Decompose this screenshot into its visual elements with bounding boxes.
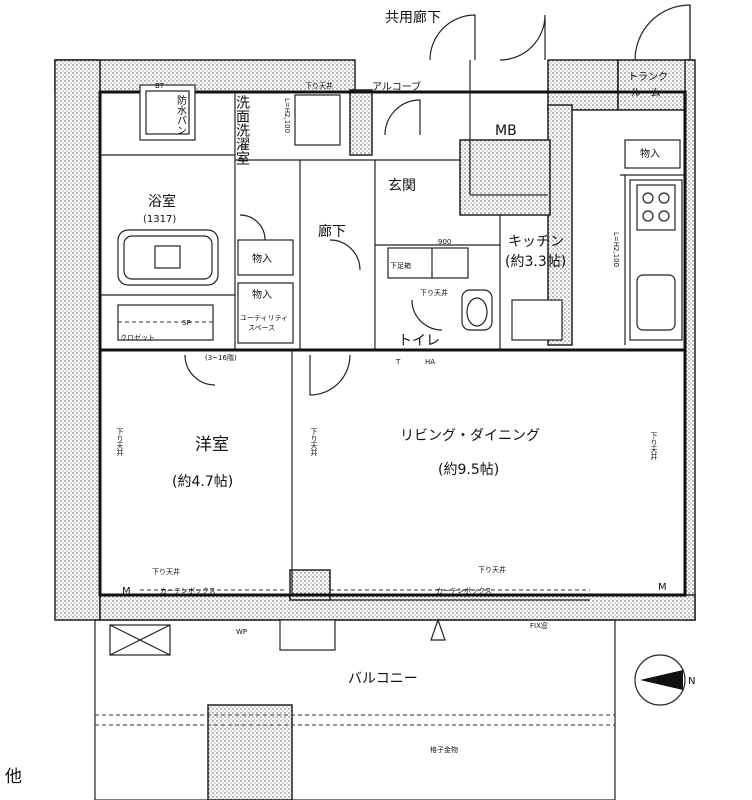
side-text: 他	[5, 767, 22, 787]
toilet-label: トイレ	[398, 333, 440, 349]
storage-top-label: 物入	[640, 147, 660, 160]
marker-lh: L=H2,100	[283, 98, 291, 133]
compass: N	[634, 654, 695, 706]
ceiling-down-mid-label: 下り天井	[310, 428, 318, 457]
living-size-label: (約9.5帖)	[438, 462, 499, 478]
marker-m-right: M	[658, 582, 667, 593]
waterproof-pan-label: 防水パン	[175, 94, 187, 135]
alcove-label: アルコーブ	[372, 80, 421, 93]
western-room-label: 洋室	[195, 435, 229, 455]
ceiling-down-bottom-label: 下り天井	[478, 565, 506, 574]
marker-t: T	[395, 358, 401, 366]
marker-ha: HA	[425, 358, 435, 366]
entrance-label: 玄関	[388, 177, 416, 194]
kitchen-size-label: (約3.3帖)	[505, 254, 566, 270]
labels: 共用廊下 アルコーブ トランク ルーム MB 物入 防水パン 洗面洗濯室 下り天…	[5, 9, 668, 787]
railing-label: 格子金物	[430, 745, 458, 754]
marker-sp: SP	[182, 319, 191, 327]
washroom-label: 洗面洗濯室	[234, 95, 250, 165]
marker-m-left: M	[122, 586, 131, 597]
balcony-label: バルコニー	[348, 671, 418, 687]
curtain-box-left-label: カーテンボックス	[160, 587, 216, 595]
marker-wp: WP	[236, 628, 247, 636]
utility-space-label-1: ユーティリティ	[240, 314, 288, 322]
trunk-room-label-2: ルーム	[631, 87, 661, 99]
curtain-box-right-label: カーテンボックス	[436, 587, 492, 595]
hallway-label: 廊下	[318, 223, 346, 240]
marker-range: (3~16階)	[205, 353, 237, 362]
ceiling-down-left-label: 下り天井	[116, 428, 124, 457]
compass-label: N	[688, 676, 695, 687]
ceiling-down-right-label: 下り天井	[650, 432, 658, 461]
living-dining-label: リビング・ダイニング	[400, 428, 540, 444]
marker-lh2: L=H2,100	[612, 232, 620, 267]
ceiling-down-western-label: 下り天井	[152, 567, 180, 576]
kitchen-label: キッチン	[508, 234, 564, 250]
boundary-lines	[98, 60, 687, 597]
corridor-label: 共用廊下	[385, 9, 441, 26]
fix-window-label: FIX窓	[530, 621, 548, 630]
fixtures	[94, 84, 683, 800]
closet-label: クロゼット	[120, 333, 155, 342]
marker-900: 900	[438, 238, 451, 246]
bath-size-label: (1317)	[143, 214, 176, 225]
bath-label: 浴室	[148, 193, 176, 210]
trunk-room-label-1: トランク	[628, 71, 668, 83]
shoe-box-label: 下足箱	[390, 261, 411, 270]
ceiling-down-top-label: 下り天井	[305, 81, 333, 90]
utility-space-label-2: スペース	[248, 324, 275, 332]
ceiling-down-toilet-label: 下り天井	[420, 288, 448, 297]
storage-mid-label: 物入	[252, 252, 272, 265]
mb-label: MB	[495, 123, 517, 139]
marker-bt: BT	[155, 82, 165, 90]
entrance-doors	[384, 4, 691, 136]
western-size-label: (約4.7帖)	[172, 474, 233, 490]
storage-util-label: 物入	[252, 288, 272, 301]
